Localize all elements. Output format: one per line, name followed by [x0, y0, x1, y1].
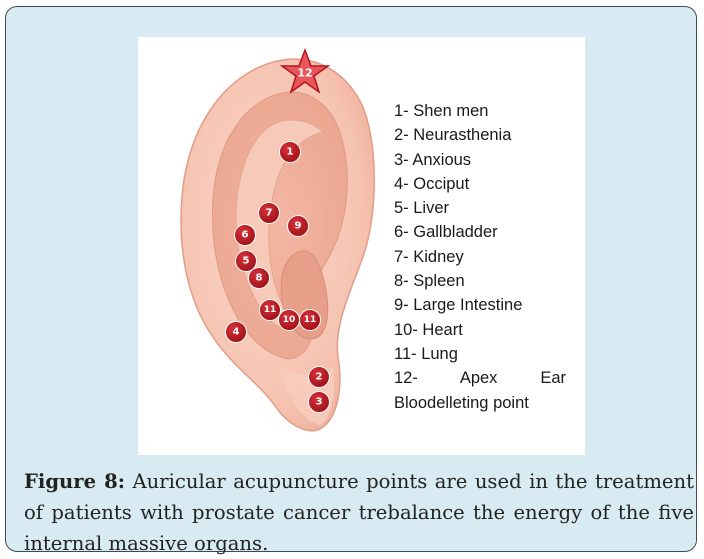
point-1-label: 1: [287, 147, 294, 158]
point-9: 9: [288, 216, 309, 237]
figure-caption: Figure 8: Auricular acupuncture points a…: [24, 466, 694, 559]
point-11a: 11: [260, 300, 281, 321]
point-8: 8: [249, 268, 270, 289]
legend-item: 10- Heart: [394, 318, 566, 342]
legend-item: 6- Gallbladder: [394, 220, 566, 244]
legend-item: 4- Occiput: [394, 172, 566, 196]
legend-item-12: 12- Apex Ear: [394, 366, 566, 390]
point-5-label: 5: [243, 256, 250, 267]
legend-item: 5- Liver: [394, 196, 566, 220]
point-6-label: 6: [242, 230, 249, 241]
point-3: 3: [309, 392, 330, 413]
point-5: 5: [236, 251, 257, 272]
legend-item: 3- Anxious: [394, 148, 566, 172]
ear-diagram: 12 1 7 9 6 5: [138, 37, 585, 455]
point-10: 10: [279, 310, 300, 331]
point-7: 7: [259, 203, 280, 224]
apex-star-label: 12: [297, 67, 312, 80]
caption-label: Figure 8:: [24, 470, 125, 493]
point-7-label: 7: [266, 208, 273, 219]
legend-item: 11- Lung: [394, 342, 566, 366]
point-4-label: 4: [233, 327, 240, 338]
legend-item: 9- Large Intestine: [394, 293, 566, 317]
point-3-label: 3: [316, 397, 323, 408]
point-8-label: 8: [256, 273, 263, 284]
point-11b: 11: [300, 310, 321, 331]
point-1: 1: [280, 142, 301, 163]
point-2: 2: [309, 367, 330, 388]
point-2-label: 2: [316, 372, 323, 383]
caption-text: Auricular acupuncture points are used in…: [24, 470, 694, 555]
legend-item-12-continued: Bloodelleting point: [394, 391, 566, 415]
figure-panel: 12 1 7 9 6 5: [5, 6, 697, 552]
point-10-label: 10: [283, 315, 296, 325]
point-11a-label: 11: [264, 305, 277, 315]
point-9-label: 9: [295, 221, 302, 232]
point-legend: 1- Shen men 2- Neurasthenia 3- Anxious 4…: [394, 99, 566, 415]
point-4: 4: [226, 322, 247, 343]
point-6: 6: [235, 225, 256, 246]
point-11b-label: 11: [304, 315, 317, 325]
legend-item: 2- Neurasthenia: [394, 123, 566, 147]
legend-item: 8- Spleen: [394, 269, 566, 293]
legend-item: 7- Kidney: [394, 245, 566, 269]
legend-item: 1- Shen men: [394, 99, 566, 123]
